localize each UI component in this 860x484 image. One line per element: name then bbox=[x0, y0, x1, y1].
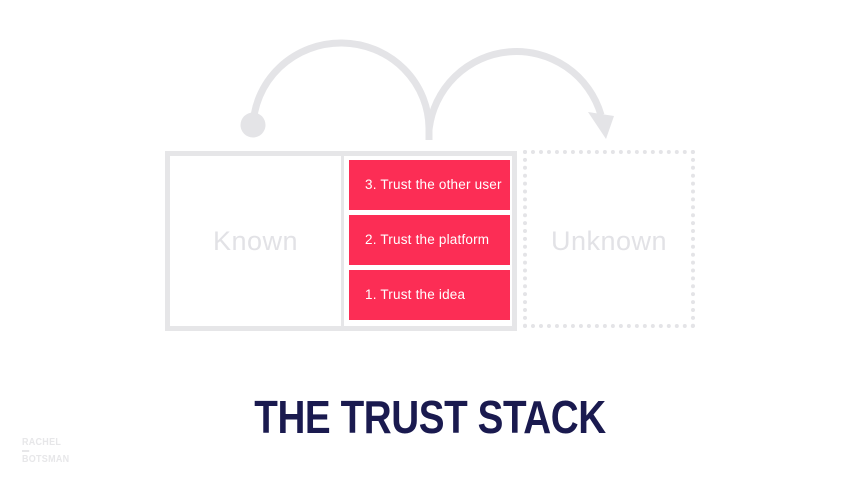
stack-item-trust-other-user: 3. Trust the other user bbox=[349, 160, 510, 210]
arrow-start-dot bbox=[240, 112, 266, 138]
known-zone-label: Known bbox=[212, 226, 299, 256]
logo-line1: RACHEL bbox=[22, 437, 62, 448]
stack-item-trust-platform: 2. Trust the platform bbox=[349, 215, 510, 265]
trust-stack: 3. Trust the other user 2. Trust the pla… bbox=[349, 160, 510, 320]
stack-item-trust-idea: 1. Trust the idea bbox=[349, 270, 510, 320]
bounce-arc-right bbox=[425, 48, 605, 131]
slide-title: THE TRUST STACK bbox=[254, 391, 606, 443]
bounce-arc-left bbox=[249, 39, 433, 131]
unknown-zone-label: Unknown bbox=[550, 226, 668, 256]
unknown-zone-box bbox=[523, 150, 695, 328]
zone-divider bbox=[341, 156, 344, 326]
logo-line2: BOTSMAN bbox=[22, 454, 70, 465]
arrowhead-icon bbox=[588, 112, 614, 139]
rachel-botsman-logo: RACHEL BOTSMAN bbox=[22, 437, 70, 465]
logo-dash bbox=[22, 450, 30, 452]
double-bounce-arrow-icon bbox=[240, 39, 614, 140]
